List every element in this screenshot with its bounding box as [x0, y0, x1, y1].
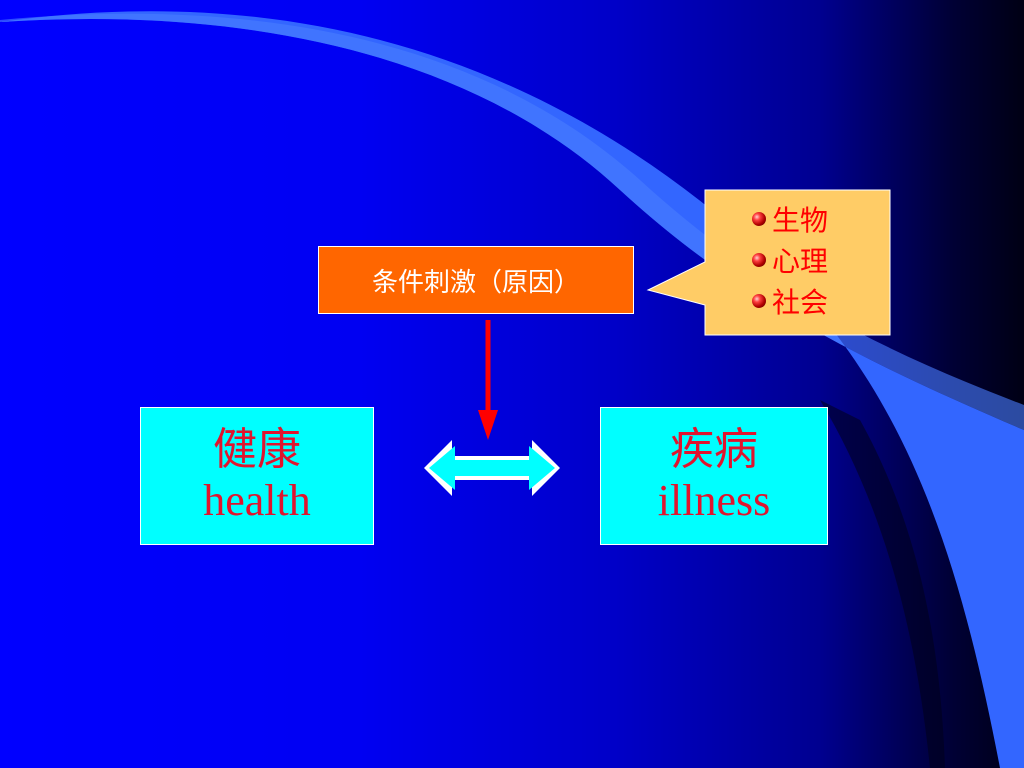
illness-box: 疾病 illness: [600, 407, 828, 545]
health-label-en: health: [203, 476, 311, 525]
cause-label: 条件刺激（原因）: [371, 267, 580, 298]
factors-list: 生物 心理 社会: [752, 198, 828, 321]
factor-item: 社会: [752, 280, 828, 321]
health-box: 健康 health: [140, 407, 374, 545]
red-down-arrow-icon: [478, 320, 498, 440]
health-label-zh: 健康: [213, 424, 301, 476]
red-ball-bullet-icon: [752, 211, 766, 226]
illness-label-en: illness: [657, 476, 771, 525]
factor-label: 生物: [772, 203, 829, 237]
red-ball-bullet-icon: [752, 293, 766, 308]
cyan-double-arrow-icon: [424, 440, 560, 496]
factor-item: 生物: [752, 198, 828, 239]
illness-label-zh: 疾病: [670, 424, 758, 476]
cause-box: 条件刺激（原因）: [318, 246, 634, 314]
factor-label: 社会: [772, 285, 829, 319]
red-ball-bullet-icon: [752, 252, 766, 267]
factor-item: 心理: [752, 239, 828, 280]
factor-label: 心理: [772, 244, 829, 278]
